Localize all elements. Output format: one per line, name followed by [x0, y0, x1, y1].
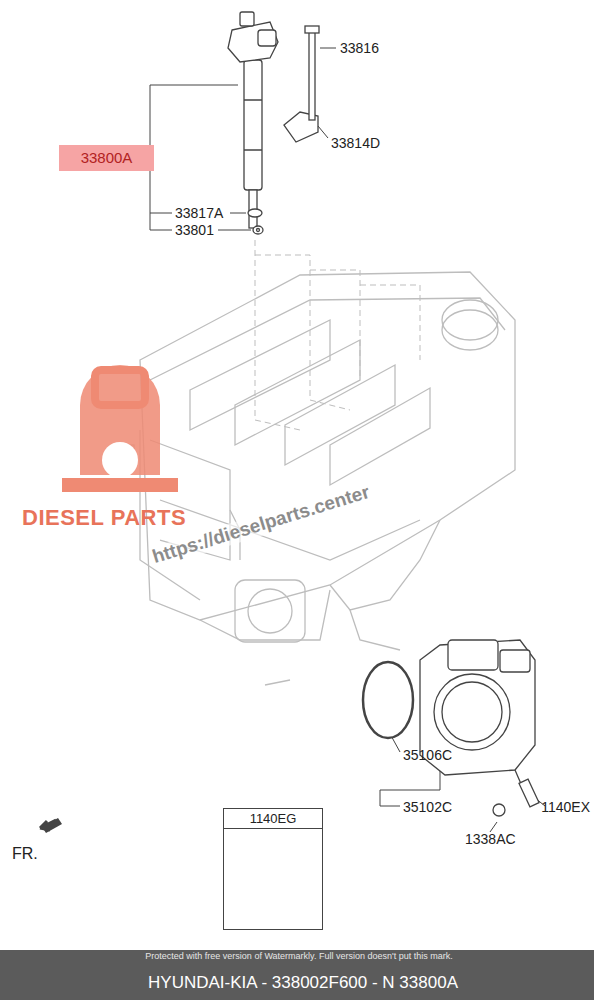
- callout-number: 33816: [340, 41, 379, 56]
- header-rule: [224, 828, 322, 829]
- callout-number: 33817A: [175, 206, 223, 221]
- callout-number: 33801: [175, 223, 214, 238]
- leader-lines: [148, 48, 545, 832]
- highlight-box: 33800A: [59, 145, 154, 171]
- callout-number: 33814D: [331, 136, 380, 151]
- part-number: HYUNDAI-KIA - 338002F600 - N 33800A: [0, 974, 594, 993]
- clamp-and-bolt: [248, 26, 319, 234]
- injector: [228, 12, 278, 228]
- callout-number: 1338AC: [465, 832, 516, 847]
- callout-number: 35102C: [403, 800, 452, 815]
- callout-number: 1140EX: [541, 800, 590, 815]
- watermark: DIESEL PARTS: [22, 506, 186, 530]
- callout-number: FR.: [12, 845, 38, 863]
- callout-number: 35106C: [403, 748, 452, 763]
- part-number: 33800A: [59, 150, 154, 167]
- fr-arrow: [42, 818, 62, 833]
- part-box: 1140EG: [223, 808, 323, 930]
- throttle-body: [40, 640, 539, 830]
- watermark-note: Protected with free version of Watermark…: [2, 952, 594, 962]
- diesel-parts-logo: [62, 365, 178, 492]
- injector-guide-lines: [255, 240, 420, 430]
- part-number: 1140EG: [224, 812, 322, 826]
- engine-head: [120, 272, 515, 685]
